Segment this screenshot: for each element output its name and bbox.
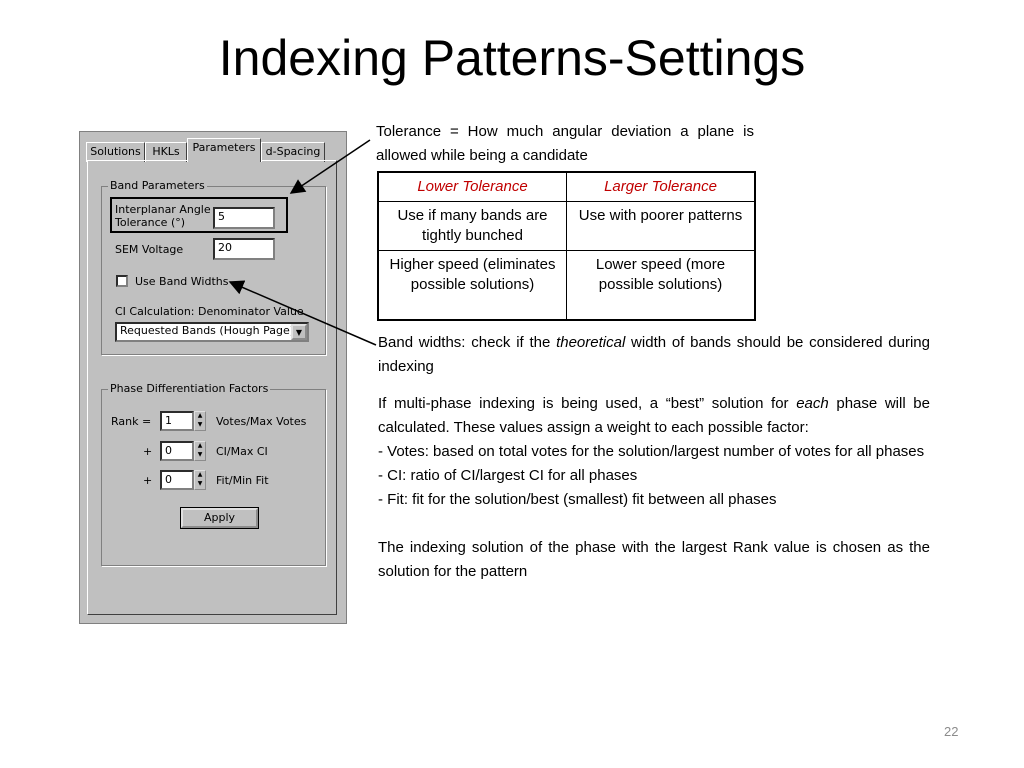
multiphase-intro: If multi-phase indexing is being used, a…	[378, 392, 930, 440]
spin-down-icon: ▼	[197, 480, 203, 487]
phase-factors-legend: Phase Differentiation Factors	[108, 382, 271, 395]
tab-d-spacing[interactable]: d-Spacing	[261, 142, 325, 162]
table-header-larger: Larger Tolerance	[566, 171, 756, 202]
tab-solutions[interactable]: Solutions	[86, 142, 145, 162]
tab-hkls[interactable]: HKLs	[145, 142, 187, 162]
spin-up-icon: ▲	[197, 471, 203, 478]
fit-weight-spinner[interactable]: ▲▼	[194, 470, 206, 490]
conclusion: The indexing solution of the phase with …	[378, 539, 930, 580]
ci-calculation-value: Requested Bands (Hough Page)	[120, 324, 295, 337]
plus-sign: +	[143, 474, 153, 487]
ci-calculation-select[interactable]: Requested Bands (Hough Page) ▼	[115, 322, 309, 342]
bullet-votes: - Votes: based on total votes for the so…	[378, 443, 925, 460]
table-row: Higher speed (eliminates possible soluti…	[377, 250, 756, 321]
tab-parameters[interactable]: Parameters	[187, 138, 261, 162]
spin-down-icon: ▼	[197, 421, 203, 428]
fit-weight-label: Fit/Min Fit	[216, 474, 269, 487]
band-parameters-legend: Band Parameters	[108, 179, 207, 192]
interplanar-angle-input[interactable]: 5	[213, 207, 275, 229]
band-widths-note: Band widths: check if the theoretical wi…	[378, 331, 930, 379]
ci-weight-label: CI/Max CI	[216, 445, 268, 458]
ci-weight-spinner[interactable]: ▲▼	[194, 441, 206, 461]
ci-calculation-label: CI Calculation: Denominator Value	[115, 305, 304, 318]
sem-voltage-label: SEM Voltage	[115, 243, 184, 256]
band-widths-text: width of bands should be considered duri…	[378, 334, 930, 375]
rank-label: Rank =	[111, 415, 152, 428]
slide-title: Indexing Patterns-Settings	[218, 30, 806, 86]
spin-up-icon: ▲	[197, 442, 203, 449]
band-widths-emphasis: theoretical	[556, 334, 626, 351]
interplanar-angle-label: Interplanar Angle Tolerance (°)	[115, 203, 211, 229]
votes-label: Votes/Max Votes	[216, 415, 307, 428]
spin-up-icon: ▲	[197, 412, 203, 419]
apply-button[interactable]: Apply	[180, 507, 259, 529]
band-widths-arrow	[228, 280, 377, 346]
indexing-dialog: Solutions HKLs Parameters d-Spacing Band…	[79, 131, 347, 624]
table-cell: Use if many bands are tightly bunched	[377, 201, 567, 251]
fit-weight-input[interactable]: 0	[160, 470, 194, 490]
rank-input[interactable]: 1	[160, 411, 194, 431]
use-band-widths-checkbox[interactable]	[116, 275, 128, 287]
phase-factors-group: Phase Differentiation Factors Rank = 1 ▲…	[101, 382, 326, 566]
multiphase-note: If multi-phase indexing is being used, a…	[378, 392, 930, 584]
multiphase-emphasis: each	[796, 395, 829, 412]
plus-sign: +	[143, 445, 153, 458]
bullet-fit: - Fit: fit for the solution/best (smalle…	[378, 491, 777, 508]
bullet-ci: - CI: ratio of CI/largest CI for all pha…	[378, 467, 638, 484]
ci-weight-input[interactable]: 0	[160, 441, 194, 461]
band-parameters-group: Band Parameters Interplanar Angle Tolera…	[101, 179, 326, 355]
multiphase-text: If multi-phase indexing is being used, a…	[378, 395, 797, 412]
tolerance-note: Tolerance = How much angular deviation a…	[376, 123, 754, 164]
table-cell: Use with poorer patterns	[566, 201, 756, 251]
table-cell: Lower speed (more possible solutions)	[566, 250, 756, 321]
tolerance-table: Lower Tolerance Larger Tolerance Use if …	[377, 171, 756, 321]
slide-number: 22	[944, 724, 959, 739]
table-header-lower: Lower Tolerance	[377, 171, 567, 202]
parameters-panel: Band Parameters Interplanar Angle Tolera…	[87, 160, 337, 615]
band-widths-text: Band widths: check if the	[378, 334, 557, 351]
use-band-widths-label: Use Band Widths	[135, 275, 229, 288]
table-row: Use if many bands are tightly bunched Us…	[377, 201, 756, 251]
table-header-row: Lower Tolerance Larger Tolerance	[377, 171, 756, 202]
chevron-down-icon[interactable]: ▼	[291, 324, 307, 340]
sem-voltage-input[interactable]: 20	[213, 238, 275, 260]
tolerance-arrow	[289, 139, 371, 194]
interplanar-angle-highlight	[110, 197, 288, 233]
multiphase-text: phase will be calculated. These values a…	[378, 395, 930, 436]
spin-down-icon: ▼	[197, 451, 203, 458]
rank-spinner[interactable]: ▲▼	[194, 411, 206, 431]
